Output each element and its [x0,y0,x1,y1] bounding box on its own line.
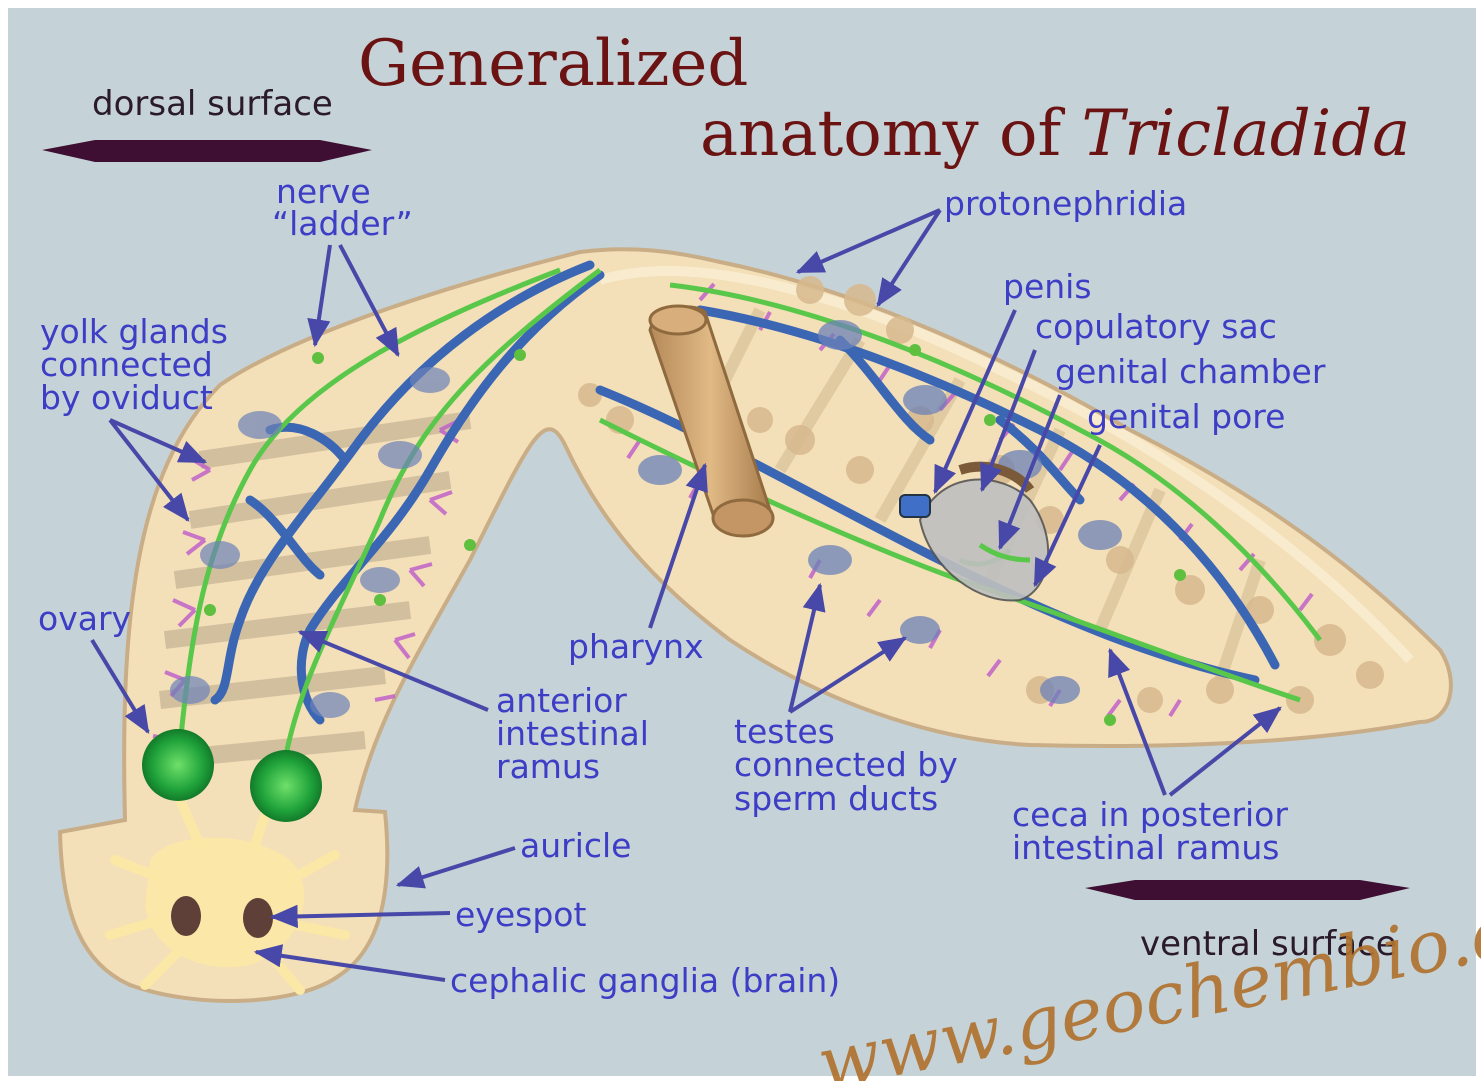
title-taxon: Tricladida [1082,97,1411,171]
ovary-left [142,729,214,801]
label-protonephridia: protonephridia [944,184,1187,223]
label-yolk-line3: by oviduct [40,378,213,417]
eyespot-right [243,898,273,938]
eyespot-left [171,896,201,936]
title-line-2: anatomy of Tricladida [700,97,1410,171]
label-eyespot: eyespot [455,895,586,934]
label-genital-pore: genital pore [1087,397,1285,436]
title-prefix: anatomy of [700,97,1082,171]
ventral-ribbon [1085,880,1410,900]
label-ceca-line2: intestinal ramus [1012,828,1279,867]
label-testes-line3: sperm ducts [734,779,938,818]
label-anterior-line3: ramus [496,747,600,786]
label-nerve-line2: “ladder” [272,204,413,243]
dorsal-ribbon [42,140,372,162]
label-genital-chamber: genital chamber [1055,352,1326,391]
label-ovary: ovary [38,599,131,638]
dorsal-surface-label: dorsal surface [92,84,333,124]
label-cephalic: cephalic ganglia (brain) [450,961,840,1000]
label-penis: penis [1003,267,1092,306]
ovary-right [250,750,322,822]
label-auricle: auricle [520,826,632,865]
title-line-1: Generalized [358,27,748,101]
label-pharynx: pharynx [568,627,704,666]
label-copulatory-sac: copulatory sac [1035,307,1277,346]
